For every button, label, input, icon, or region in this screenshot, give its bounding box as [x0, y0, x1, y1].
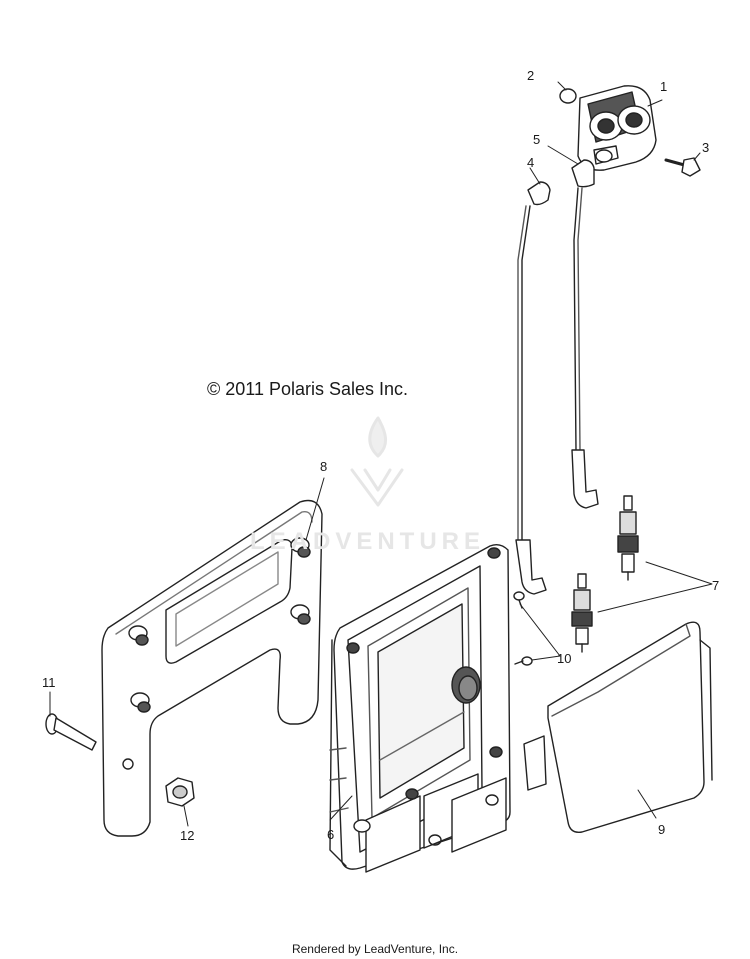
mounting-bracket [101, 499, 323, 837]
hex-nut [165, 777, 195, 807]
callout-2: 2 [527, 68, 535, 83]
copyright-notice: © 2011 Polaris Sales Inc. [207, 379, 409, 399]
callout-1: 1 [660, 79, 668, 94]
spark-plug-wire-4 [515, 181, 551, 595]
callout-12: 12 [180, 828, 195, 843]
ecu-cover [523, 621, 713, 833]
long-bolt [45, 713, 97, 751]
callout-11: 11 [42, 675, 56, 690]
ignition-coil [577, 85, 657, 171]
callout-6: 6 [327, 827, 335, 842]
callout-9: 9 [658, 822, 666, 837]
footer-credit: Rendered by LeadVenture, Inc. [291, 942, 459, 956]
coil-bolt [664, 157, 701, 177]
callout-7: 7 [712, 578, 720, 593]
spark-plug-wire-5 [571, 159, 599, 509]
callout-10: 10 [557, 651, 572, 666]
callout-4: 4 [527, 155, 535, 170]
leadventure-watermark-logo [350, 416, 404, 507]
spark-plug-lower [571, 573, 593, 653]
leader-lines [49, 81, 713, 827]
callout-3: 3 [702, 140, 710, 155]
ecu-screws [513, 591, 533, 666]
callout-8: 8 [320, 459, 328, 474]
watermark-text: LEADVENTURE [250, 528, 486, 555]
callout-5: 5 [533, 132, 541, 147]
ecu-module [329, 543, 511, 873]
cap-part [559, 88, 577, 104]
spark-plug-upper [617, 495, 639, 581]
